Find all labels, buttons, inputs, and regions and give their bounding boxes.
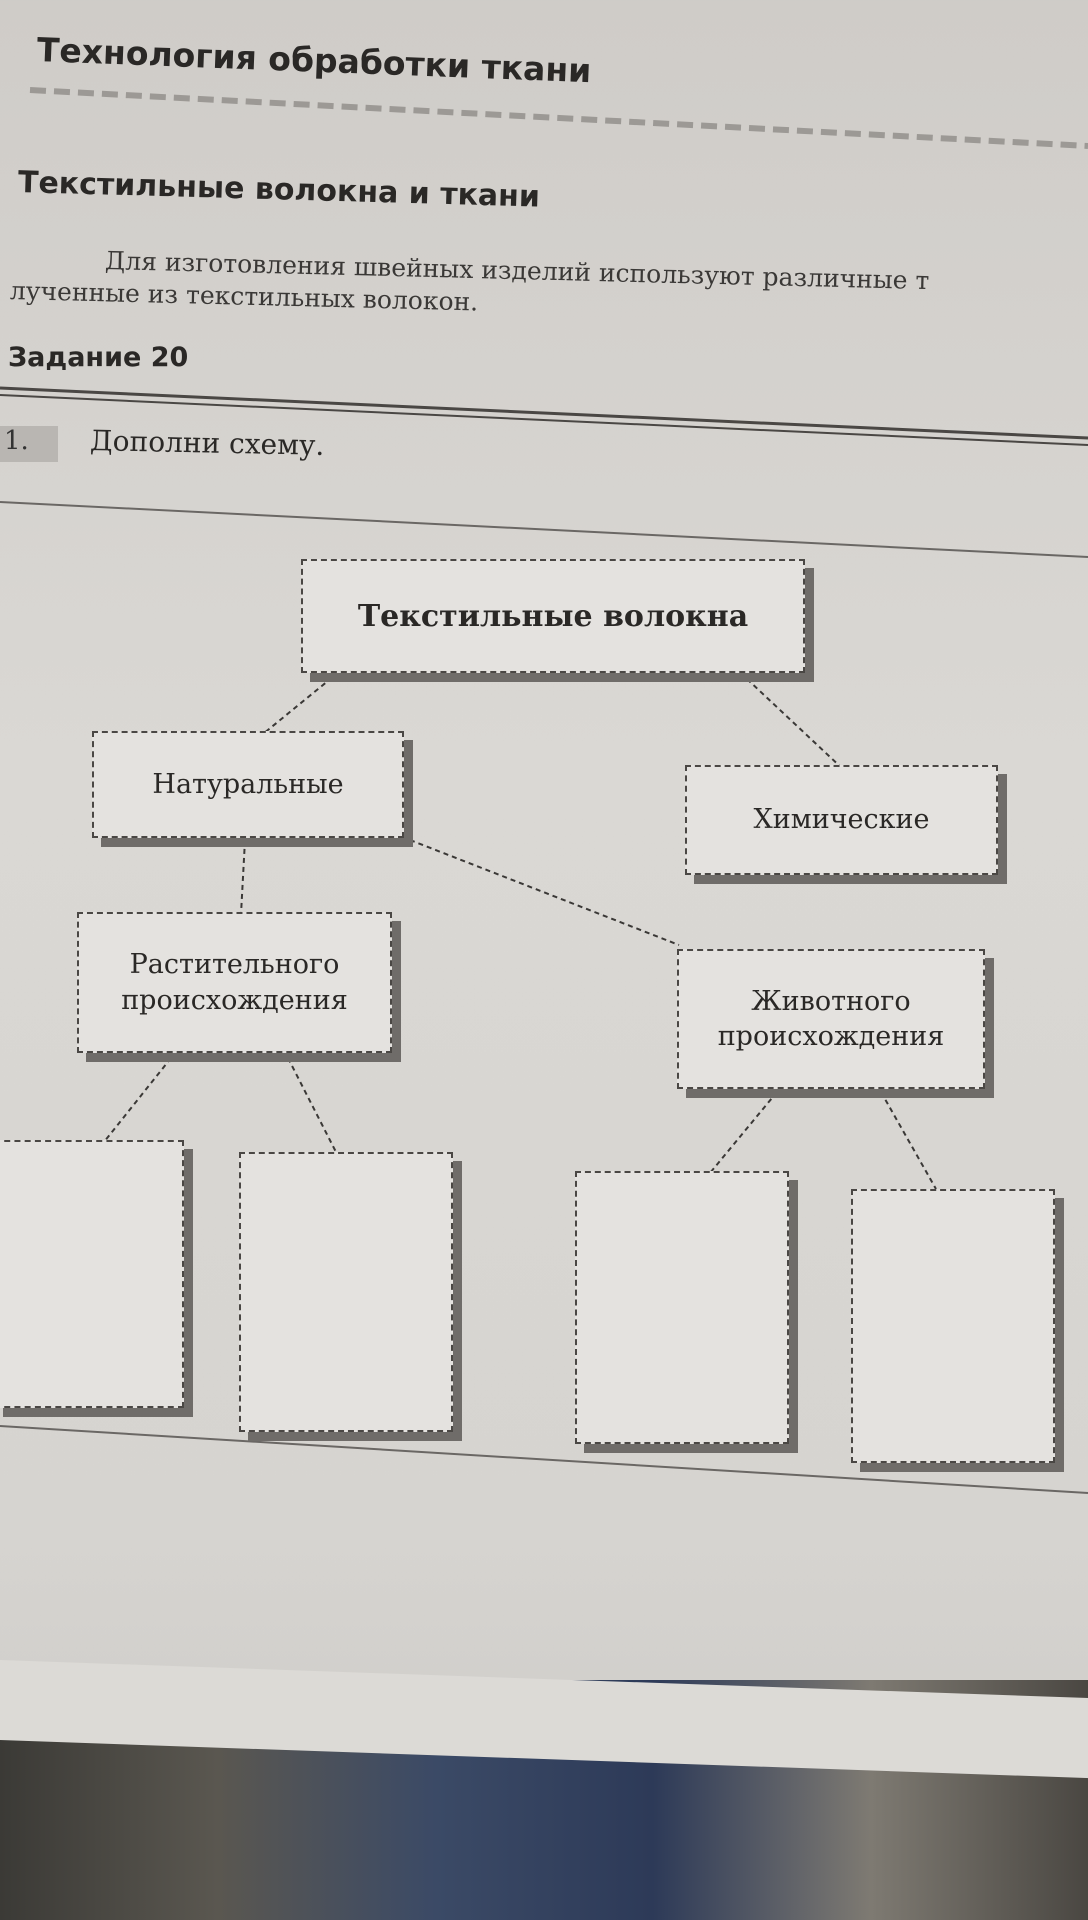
blank-box-4[interactable] bbox=[851, 1189, 1055, 1463]
blank-box-1[interactable] bbox=[0, 1140, 184, 1408]
connector-animal-blank4 bbox=[880, 1091, 937, 1190]
task-title: Задание 20 bbox=[8, 342, 189, 373]
node-animal-origin: Животного происхождения bbox=[677, 949, 985, 1089]
diagram-frame-bottom bbox=[0, 1425, 1088, 1494]
connector-animal-blank3 bbox=[709, 1091, 778, 1174]
node-plant-origin: Растительного происхождения bbox=[77, 912, 392, 1053]
connector-natural-animal bbox=[409, 839, 680, 946]
node-textile-fibers: Текстильные волокна bbox=[301, 559, 805, 673]
page-lines bbox=[0, 87, 1088, 1494]
task-divider-bottom bbox=[0, 394, 1088, 446]
dashed-divider bbox=[29, 87, 1088, 149]
connector-plant-blank2 bbox=[287, 1057, 338, 1155]
task-number: 1. bbox=[0, 426, 58, 462]
connector-plant-blank1 bbox=[103, 1057, 172, 1143]
connector-root-chemical bbox=[746, 678, 846, 772]
node-natural: Натуральные bbox=[92, 731, 404, 838]
connector-natural-plant bbox=[240, 839, 246, 915]
blank-box-3[interactable] bbox=[575, 1171, 789, 1444]
task-divider-top bbox=[0, 386, 1088, 440]
diagram-frame-top bbox=[0, 501, 1088, 558]
blank-box-2[interactable] bbox=[239, 1152, 453, 1432]
task-instruction: Дополни схему. bbox=[89, 424, 325, 462]
node-chemical: Химические bbox=[685, 765, 998, 875]
